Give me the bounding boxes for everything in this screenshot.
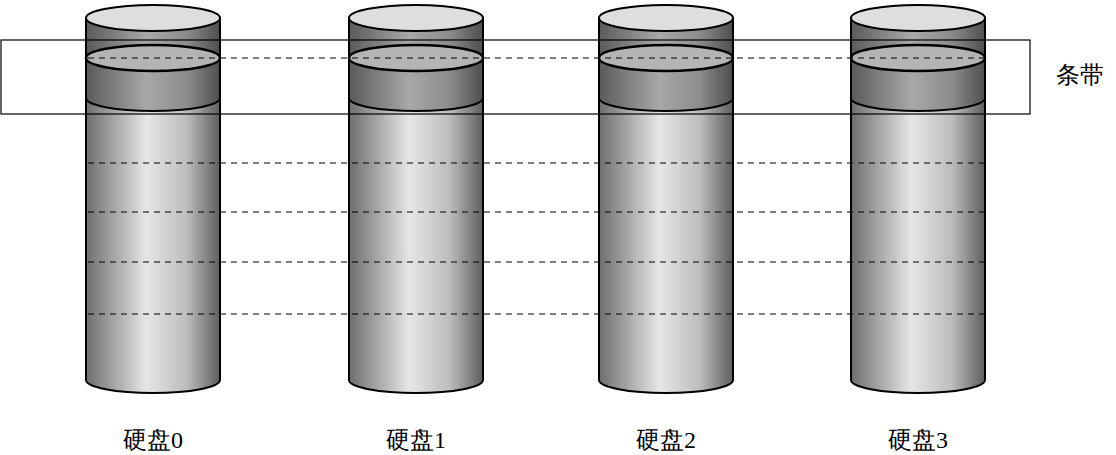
cylinder-top — [86, 5, 220, 31]
stripe-dashed-line — [88, 262, 985, 263]
cylinder-body — [86, 18, 220, 393]
cylinder-top — [349, 5, 483, 31]
stripe-dashed-line — [88, 314, 985, 315]
disk-label: 硬盘2 — [636, 427, 696, 453]
disk-label: 硬盘0 — [123, 427, 183, 453]
cylinder-top — [851, 5, 985, 31]
hard-disk-cylinder — [851, 5, 985, 393]
cylinder-top — [599, 5, 733, 31]
cylinder-body — [851, 18, 985, 393]
disk-label: 硬盘1 — [386, 427, 446, 453]
stripe-dashed-line — [88, 212, 985, 213]
disk-label: 硬盘3 — [888, 427, 948, 453]
cylinder-body — [599, 18, 733, 393]
hard-disk-cylinder — [349, 5, 483, 393]
stripe-frame — [1, 40, 1030, 114]
stripe-label: 条带 — [1056, 62, 1104, 88]
cylinder-body — [349, 18, 483, 393]
stripe-dashed-line — [88, 58, 985, 59]
hard-disk-cylinder — [86, 5, 220, 393]
stripe-dashed-line — [88, 163, 985, 164]
hard-disk-cylinder — [599, 5, 733, 393]
